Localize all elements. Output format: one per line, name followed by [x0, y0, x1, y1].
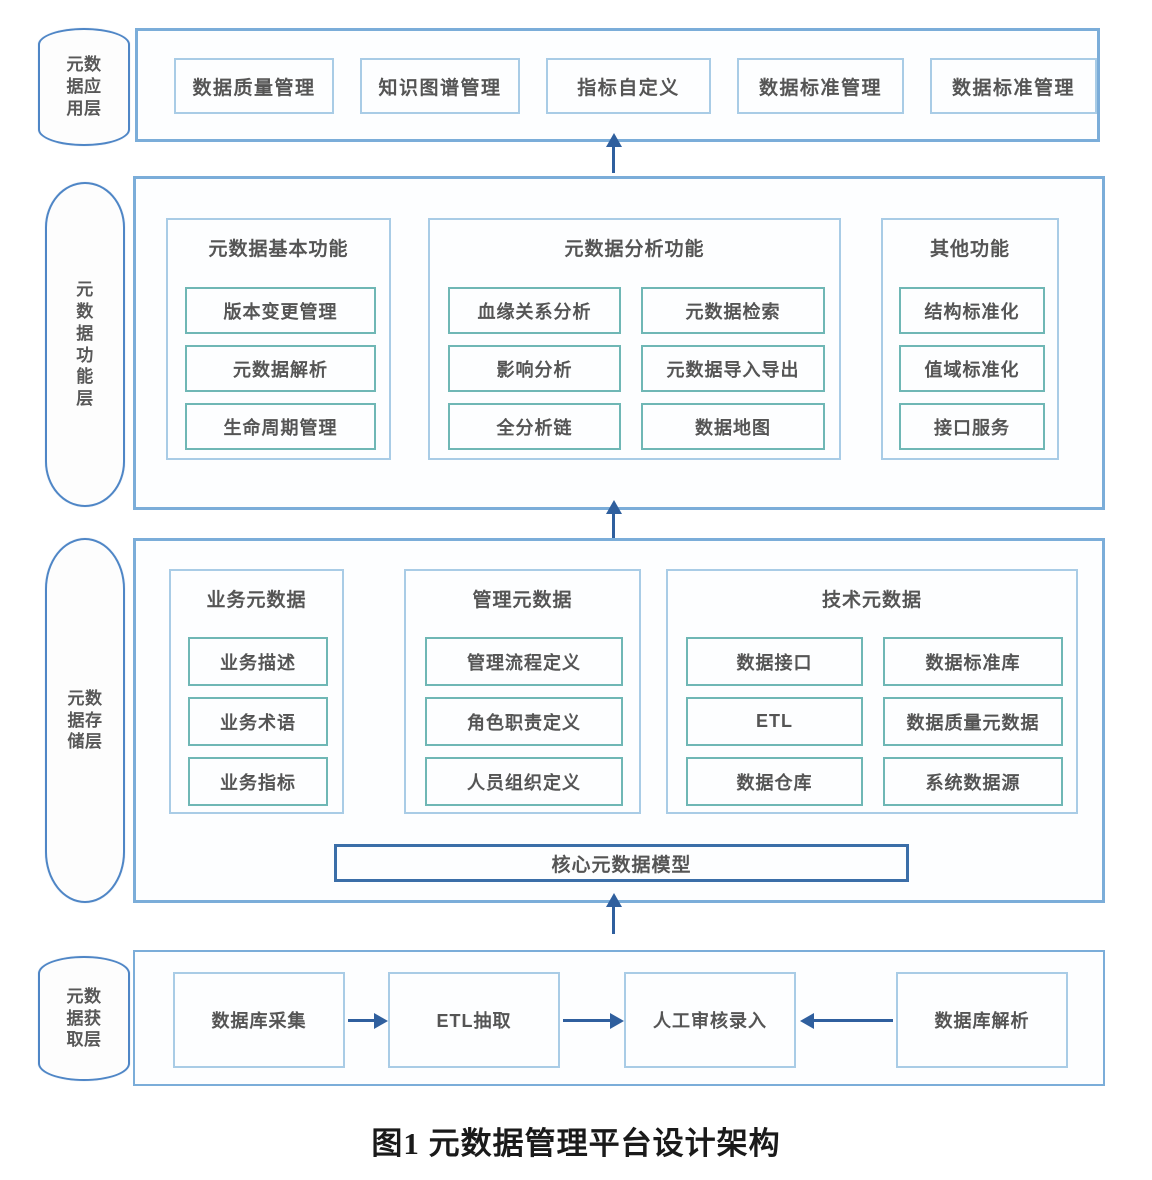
- app-item-data-quality[interactable]: 数据质量管理: [174, 58, 334, 114]
- group-metadata-basic-functions: 元数据基本功能 版本变更管理 元数据解析 生命周期管理: [166, 218, 391, 460]
- group-title-business-metadata: 业务元数据: [206, 590, 307, 611]
- st-item-data-standard-library[interactable]: 数据标准库: [883, 637, 1063, 686]
- acq-item-etl-extraction[interactable]: ETL抽取: [388, 972, 560, 1068]
- fn-item-data-map[interactable]: 数据地图: [641, 403, 825, 450]
- fn-item-metadata-import-export[interactable]: 元数据导入导出: [641, 345, 825, 392]
- acq-item-database-parsing[interactable]: 数据库解析: [896, 972, 1068, 1068]
- group-title-other-functions: 其他功能: [929, 239, 1010, 260]
- arrow-acquisition-to-storage: [612, 906, 615, 934]
- arrow-etl-to-manual-review: [563, 1019, 611, 1022]
- layer-label-acquisition-text: 元数据获取层: [66, 986, 102, 1050]
- st-item-business-description[interactable]: 业务描述: [188, 637, 328, 686]
- st-item-system-data-source[interactable]: 系统数据源: [883, 757, 1063, 806]
- group-business-metadata: 业务元数据 业务描述 业务术语 业务指标: [169, 569, 344, 814]
- layer-label-storage: 元数据存储层: [45, 538, 125, 903]
- layer-label-function-text: 元数据功能层: [76, 280, 94, 408]
- st-item-personnel-org-definition[interactable]: 人员组织定义: [425, 757, 623, 806]
- fn-item-structure-standardization[interactable]: 结构标准化: [899, 287, 1045, 334]
- fn-item-lineage-analysis[interactable]: 血缘关系分析: [448, 287, 621, 334]
- fn-item-full-analysis-chain[interactable]: 全分析链: [448, 403, 621, 450]
- app-item-knowledge-graph[interactable]: 知识图谱管理: [360, 58, 520, 114]
- arrow-function-to-application: [612, 146, 615, 173]
- figure-caption: 图1 元数据管理平台设计架构: [371, 1126, 781, 1161]
- st-item-business-indicator[interactable]: 业务指标: [188, 757, 328, 806]
- fn-item-metadata-parsing[interactable]: 元数据解析: [185, 345, 376, 392]
- app-item-data-standard-2[interactable]: 数据标准管理: [930, 58, 1097, 114]
- layer-label-storage-text: 元数据存储层: [67, 688, 103, 752]
- fn-item-lifecycle-mgmt[interactable]: 生命周期管理: [185, 403, 376, 450]
- layer-label-function: 元数据功能层: [45, 182, 125, 507]
- fn-item-value-domain-standardization[interactable]: 值域标准化: [899, 345, 1045, 392]
- layer-application: 数据质量管理 知识图谱管理 指标自定义 数据标准管理 数据标准管理: [135, 28, 1100, 142]
- group-title-technical-metadata: 技术元数据: [821, 590, 922, 611]
- fn-item-interface-service[interactable]: 接口服务: [899, 403, 1045, 450]
- arrow-collection-to-etl: [348, 1019, 375, 1022]
- arrow-storage-to-function: [612, 513, 615, 538]
- st-item-business-term[interactable]: 业务术语: [188, 697, 328, 746]
- fn-item-metadata-search[interactable]: 元数据检索: [641, 287, 825, 334]
- layer-label-application-text: 元数据应用层: [66, 55, 102, 118]
- st-item-data-warehouse[interactable]: 数据仓库: [686, 757, 863, 806]
- fn-item-impact-analysis[interactable]: 影响分析: [448, 345, 621, 392]
- acq-item-database-collection[interactable]: 数据库采集: [173, 972, 345, 1068]
- group-management-metadata: 管理元数据 管理流程定义 角色职责定义 人员组织定义: [404, 569, 641, 814]
- core-metadata-model[interactable]: 核心元数据模型: [334, 844, 909, 882]
- fn-item-version-change-mgmt[interactable]: 版本变更管理: [185, 287, 376, 334]
- st-item-mgmt-process-definition[interactable]: 管理流程定义: [425, 637, 623, 686]
- acq-item-manual-review-entry[interactable]: 人工审核录入: [624, 972, 796, 1068]
- st-item-data-quality-metadata[interactable]: 数据质量元数据: [883, 697, 1063, 746]
- layer-label-application: 元数据应用层: [38, 28, 130, 146]
- layer-acquisition: 数据库采集 ETL抽取 人工审核录入 数据库解析: [133, 950, 1105, 1086]
- st-item-role-duty-definition[interactable]: 角色职责定义: [425, 697, 623, 746]
- group-title-management-metadata: 管理元数据: [472, 590, 573, 611]
- group-title-metadata-basic: 元数据基本功能: [208, 239, 349, 260]
- group-other-functions: 其他功能 结构标准化 值域标准化 接口服务: [881, 218, 1059, 460]
- app-item-data-standard-1[interactable]: 数据标准管理: [737, 58, 904, 114]
- layer-storage: 业务元数据 业务描述 业务术语 业务指标 管理元数据 管理流程定义 角色职责定义…: [133, 538, 1105, 903]
- arrow-parsing-to-manual-review: [813, 1019, 893, 1022]
- layer-function: 元数据基本功能 版本变更管理 元数据解析 生命周期管理 元数据分析功能 血缘关系…: [133, 176, 1105, 510]
- group-technical-metadata: 技术元数据 数据接口 ETL 数据仓库 数据标准库 数据质量元数据 系统数据源: [666, 569, 1078, 814]
- app-item-indicator-custom[interactable]: 指标自定义: [546, 58, 711, 114]
- group-title-metadata-analysis: 元数据分析功能: [564, 239, 705, 260]
- st-item-data-interface[interactable]: 数据接口: [686, 637, 863, 686]
- st-item-etl[interactable]: ETL: [686, 697, 863, 746]
- layer-label-acquisition: 元数据获取层: [38, 956, 130, 1081]
- group-metadata-analysis-functions: 元数据分析功能 血缘关系分析 影响分析 全分析链 元数据检索 元数据导入导出 数…: [428, 218, 841, 460]
